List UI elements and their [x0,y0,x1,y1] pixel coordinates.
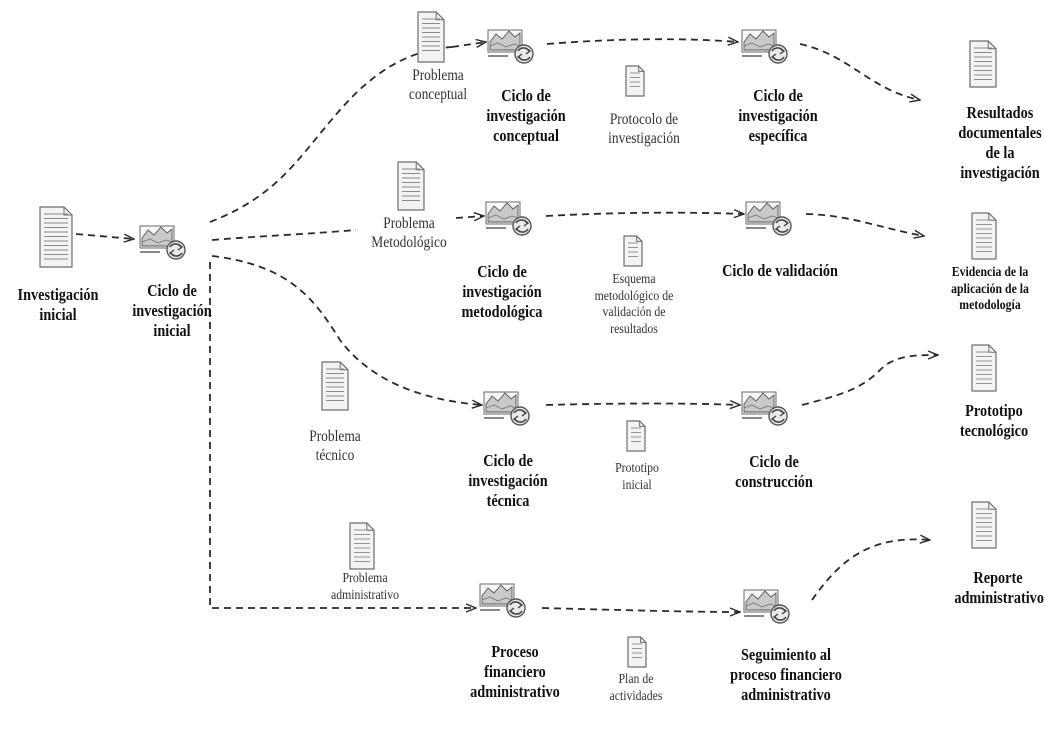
doc-problema-metodologico-icon [397,161,425,211]
edge-metodologica-to-validacion [545,213,744,216]
cycle-ciclo-inicial-icon [139,225,186,260]
edge-proceso-to-seguimiento [541,607,740,612]
doc-label-esquema: Esquema metodológico de validación de re… [594,272,674,337]
cycle-ciclo-metodologica-icon [485,201,532,236]
cycle-ciclo-tecnica-icon [483,391,530,426]
doc-esquema-icon [623,235,643,267]
cycle-icons [139,29,792,624]
edge-seguimiento-to-reporte [811,539,930,601]
node-label-reporte: Reporte administrativo [954,568,1044,608]
edge-problema-to-ciclo-conceptual [451,42,486,47]
doc-problema-tecnico-icon [321,361,349,411]
doc-label-problema-conceptual: Problema conceptual [408,67,468,103]
node-label-resultados: Resultados documentales de la investigac… [958,103,1042,183]
cycle-seguimiento-icon [743,589,790,624]
node-label-investigacion-inicial: Investigación inicial [17,285,99,325]
edge-inicial-to-ciclo-tecnica [211,255,482,405]
connector-lines [75,39,938,612]
doc-protocolo-icon [625,65,645,97]
doc-label-problema-administrativo: Problema administrativo [331,571,399,603]
node-label-ciclo-especifica: Ciclo de investigación específica [738,86,818,146]
node-label-ciclo-inicial: Ciclo de investigación inicial [132,281,212,341]
doc-reporte-icon [971,501,997,549]
edge-inicial-to-problema-conceptual [209,46,453,223]
document-icons [39,11,997,668]
cycle-proceso-financiero-icon [479,583,526,618]
doc-label-problema-metodologico: Problema Metodológico [371,215,447,251]
doc-problema-administrativo-icon [349,522,375,570]
doc-label-prototipo-inicial: Prototipo inicial [615,461,659,493]
node-label-proceso-financiero: Proceso financiero administrativo [470,642,560,702]
node-label-seguimiento: Seguimiento al proceso financiero admini… [730,645,842,705]
edge-validacion-to-evidencia [805,213,924,236]
node-label-ciclo-validacion: Ciclo de validación [722,261,838,280]
node-label-ciclo-construccion: Ciclo de construcción [735,452,813,492]
node-label-ciclo-tecnica: Ciclo de investigación técnica [468,451,548,511]
doc-prototipo-inicial-icon [626,420,646,452]
node-label-ciclo-conceptual: Ciclo de investigación conceptual [486,86,566,146]
edge-conceptual-to-especifica [546,39,738,44]
edge-construccion-to-prototipo [801,355,938,406]
edge-especifica-to-resultados [799,43,920,100]
cycle-ciclo-conceptual-icon [487,29,534,64]
doc-label-plan: Plan de actividades [609,672,663,704]
doc-prototipo-tecnologico-icon [971,344,997,392]
node-label-prototipo-tecnologico: Prototipo tecnológico [959,401,1029,441]
cycle-ciclo-validacion-icon [745,201,792,236]
doc-resultados-icon [969,40,997,88]
node-label-evidencia: Evidencia de la aplicación de la metodol… [951,265,1029,314]
doc-label-problema-tecnico: Problema técnico [309,428,361,464]
edge-problema-to-ciclo-metodologica [455,216,484,218]
doc-label-protocolo: Protocolo de investigación [608,111,680,147]
cycle-ciclo-construccion-icon [741,391,788,426]
cycle-ciclo-especifica-icon [741,29,788,64]
edge-inv-to-ciclo-inicial [75,233,134,239]
edge-inicial-to-problema-metodologico [211,229,357,241]
doc-evidencia-icon [971,212,997,260]
doc-investigacion-inicial-icon [39,206,73,268]
doc-problema-conceptual-icon [417,11,445,63]
doc-plan-icon [627,636,647,668]
edge-tecnica-to-construccion [545,404,740,406]
node-label-ciclo-metodologica: Ciclo de investigación metodológica [461,262,543,322]
